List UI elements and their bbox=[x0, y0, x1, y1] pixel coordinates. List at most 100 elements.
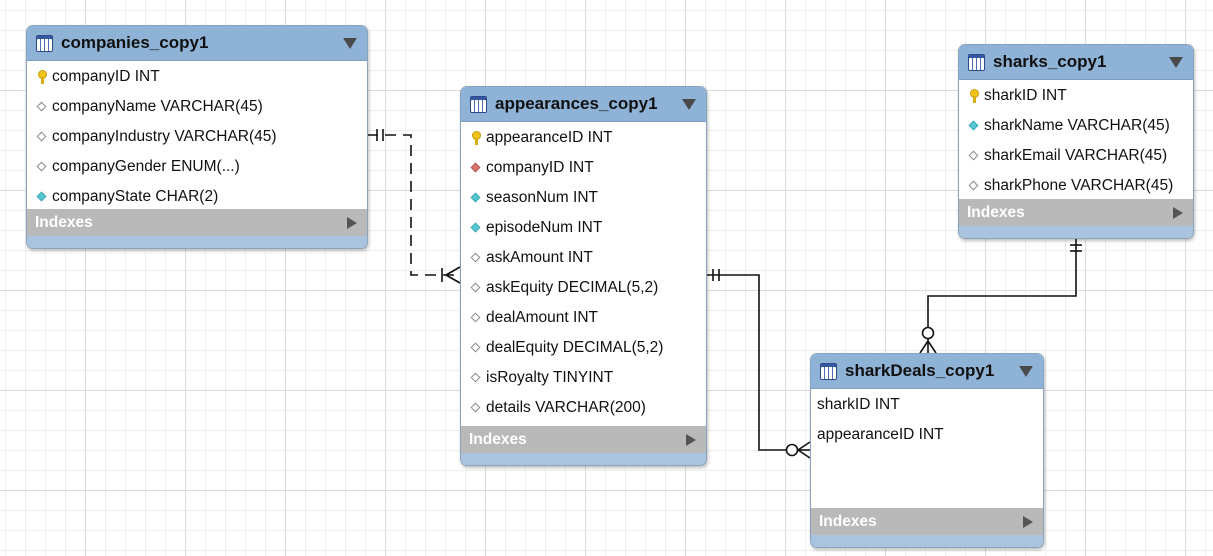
column-label: sharkEmail VARCHAR(45) bbox=[984, 147, 1168, 164]
column-row[interactable]: dealEquity DECIMAL(5,2) bbox=[461, 333, 706, 363]
table-footer: Indexes bbox=[959, 199, 1193, 238]
expand-arrow-icon[interactable] bbox=[686, 434, 696, 446]
table-grid-icon bbox=[36, 34, 53, 52]
column-row[interactable]: isRoyalty TINYINT bbox=[461, 363, 706, 393]
table-footer: Indexes bbox=[27, 209, 367, 248]
footer-strip bbox=[461, 453, 706, 465]
nullable-column-diamond-icon bbox=[966, 178, 982, 194]
column-row[interactable]: sharkName VARCHAR(45) bbox=[959, 111, 1193, 141]
indexes-section[interactable]: Indexes bbox=[461, 427, 706, 453]
column-list: sharkID INT sharkName VARCHAR(45) sharkE… bbox=[959, 80, 1193, 201]
column-list: appearanceID INT companyID INT seasonNum… bbox=[461, 122, 706, 423]
expand-arrow-icon[interactable] bbox=[1173, 207, 1183, 219]
relationship-companies-appearances[interactable] bbox=[367, 129, 461, 284]
primary-key-icon bbox=[468, 130, 484, 146]
table-title: sharkDeals_copy1 bbox=[845, 361, 995, 380]
collapse-triangle-icon[interactable] bbox=[1169, 57, 1183, 68]
nullable-column-diamond-icon bbox=[468, 400, 484, 416]
column-label: companyState CHAR(2) bbox=[52, 188, 219, 205]
table-footer: Indexes bbox=[461, 426, 706, 465]
column-row[interactable]: sharkID INT bbox=[959, 81, 1193, 111]
primary-key-icon bbox=[966, 88, 982, 104]
column-row[interactable]: sharkID INT bbox=[811, 390, 1043, 420]
table-title: appearances_copy1 bbox=[495, 94, 658, 113]
column-label: seasonNum INT bbox=[486, 189, 598, 206]
column-row[interactable]: seasonNum INT bbox=[461, 183, 706, 213]
nullable-column-diamond-icon bbox=[468, 250, 484, 266]
table-sharkdeals-copy1[interactable]: sharkDeals_copy1 sharkID INT appearanceI… bbox=[810, 353, 1044, 548]
table-sharks-copy1[interactable]: sharks_copy1 sharkID INT sharkName VARCH… bbox=[958, 44, 1194, 239]
column-label: sharkID INT bbox=[984, 87, 1067, 104]
nullable-column-diamond-icon bbox=[468, 340, 484, 356]
column-row[interactable]: dealAmount INT bbox=[461, 303, 706, 333]
expand-arrow-icon[interactable] bbox=[347, 217, 357, 229]
nullable-column-diamond-icon bbox=[34, 129, 50, 145]
column-label: appearanceID INT bbox=[817, 426, 944, 443]
collapse-triangle-icon[interactable] bbox=[343, 38, 357, 49]
relationship-sharks-sharkdeals[interactable] bbox=[919, 238, 1082, 354]
not-null-column-diamond-icon bbox=[468, 190, 484, 206]
table-title: companies_copy1 bbox=[61, 33, 209, 52]
column-label: sharkID INT bbox=[817, 396, 900, 413]
column-row[interactable]: companyIndustry VARCHAR(45) bbox=[27, 122, 367, 152]
collapse-triangle-icon[interactable] bbox=[1019, 366, 1033, 377]
column-label: details VARCHAR(200) bbox=[486, 399, 646, 416]
indexes-section[interactable]: Indexes bbox=[27, 210, 367, 236]
indexes-label: Indexes bbox=[819, 513, 877, 530]
table-appearances-copy1[interactable]: appearances_copy1 appearanceID INT compa… bbox=[460, 86, 707, 466]
table-header[interactable]: companies_copy1 bbox=[27, 26, 367, 61]
column-label: companyName VARCHAR(45) bbox=[52, 98, 263, 115]
column-row[interactable]: companyGender ENUM(...) bbox=[27, 152, 367, 182]
foreign-key-diamond-icon bbox=[468, 160, 484, 176]
column-row[interactable]: sharkPhone VARCHAR(45) bbox=[959, 171, 1193, 201]
column-list: sharkID INT appearanceID INT bbox=[811, 389, 1043, 450]
column-row[interactable]: askEquity DECIMAL(5,2) bbox=[461, 273, 706, 303]
column-label: episodeNum INT bbox=[486, 219, 603, 236]
table-header[interactable]: appearances_copy1 bbox=[461, 87, 706, 122]
table-grid-icon bbox=[968, 53, 985, 71]
column-row[interactable]: askAmount INT bbox=[461, 243, 706, 273]
column-row[interactable]: appearanceID INT bbox=[461, 123, 706, 153]
column-row[interactable]: companyID INT bbox=[461, 153, 706, 183]
table-header[interactable]: sharks_copy1 bbox=[959, 45, 1193, 80]
indexes-section[interactable]: Indexes bbox=[959, 200, 1193, 226]
column-label: companyIndustry VARCHAR(45) bbox=[52, 128, 277, 145]
table-header[interactable]: sharkDeals_copy1 bbox=[811, 354, 1043, 389]
footer-strip bbox=[811, 535, 1043, 547]
table-title: sharks_copy1 bbox=[993, 52, 1107, 71]
column-label: isRoyalty TINYINT bbox=[486, 369, 614, 386]
relationship-appearances-sharkdeals[interactable] bbox=[705, 269, 811, 459]
indexes-label: Indexes bbox=[35, 214, 93, 231]
column-row[interactable]: companyName VARCHAR(45) bbox=[27, 92, 367, 122]
indexes-label: Indexes bbox=[967, 204, 1025, 221]
table-companies-copy1[interactable]: companies_copy1 companyID INT companyNam… bbox=[26, 25, 368, 249]
column-row[interactable]: appearanceID INT bbox=[811, 420, 1043, 450]
table-grid-icon bbox=[820, 362, 837, 380]
column-list: companyID INT companyName VARCHAR(45) co… bbox=[27, 61, 367, 212]
indexes-section[interactable]: Indexes bbox=[811, 509, 1043, 535]
column-label: sharkPhone VARCHAR(45) bbox=[984, 177, 1174, 194]
footer-strip bbox=[27, 236, 367, 248]
not-null-column-diamond-icon bbox=[468, 220, 484, 236]
column-row[interactable]: details VARCHAR(200) bbox=[461, 393, 706, 423]
not-null-column-diamond-icon bbox=[966, 118, 982, 134]
collapse-triangle-icon[interactable] bbox=[682, 99, 696, 110]
nullable-column-diamond-icon bbox=[468, 370, 484, 386]
primary-key-icon bbox=[34, 69, 50, 85]
column-label: askAmount INT bbox=[486, 249, 593, 266]
column-label: companyGender ENUM(...) bbox=[52, 158, 240, 175]
column-row[interactable]: sharkEmail VARCHAR(45) bbox=[959, 141, 1193, 171]
column-row[interactable]: companyID INT bbox=[27, 62, 367, 92]
nullable-column-diamond-icon bbox=[468, 280, 484, 296]
nullable-column-diamond-icon bbox=[966, 148, 982, 164]
column-row[interactable]: episodeNum INT bbox=[461, 213, 706, 243]
column-label: dealAmount INT bbox=[486, 309, 598, 326]
column-label: dealEquity DECIMAL(5,2) bbox=[486, 339, 664, 356]
nullable-column-diamond-icon bbox=[34, 99, 50, 115]
column-row[interactable]: companyState CHAR(2) bbox=[27, 182, 367, 212]
column-label: appearanceID INT bbox=[486, 129, 613, 146]
nullable-column-diamond-icon bbox=[34, 159, 50, 175]
table-grid-icon bbox=[470, 95, 487, 113]
expand-arrow-icon[interactable] bbox=[1023, 516, 1033, 528]
